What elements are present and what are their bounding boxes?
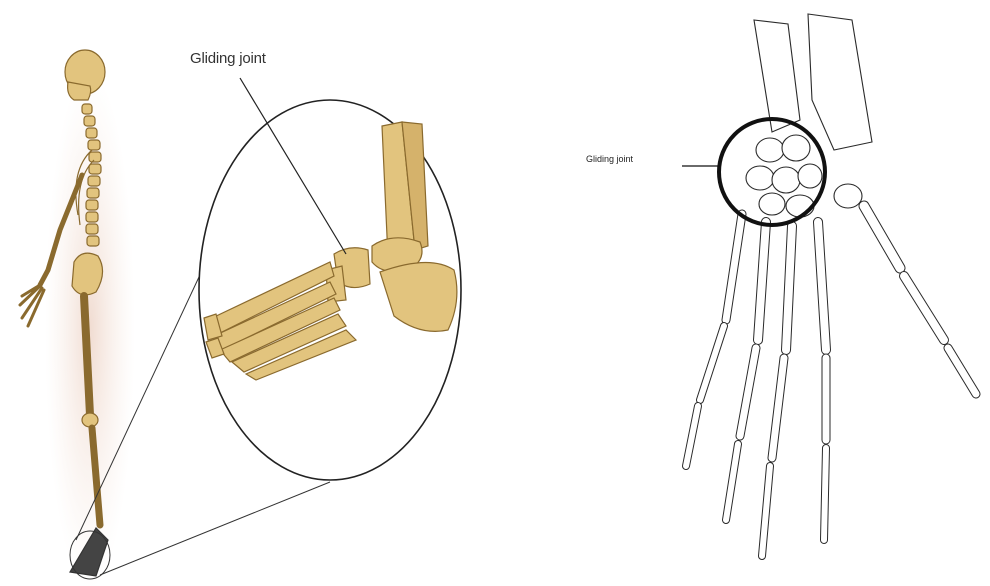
skeleton-figure — [20, 50, 135, 586]
foot-detail-circle — [199, 78, 461, 480]
hand-gliding-joint-label: Gliding joint — [586, 154, 633, 164]
foot-gliding-joint-label: Gliding joint — [190, 50, 266, 67]
hand-skeleton — [686, 14, 976, 556]
